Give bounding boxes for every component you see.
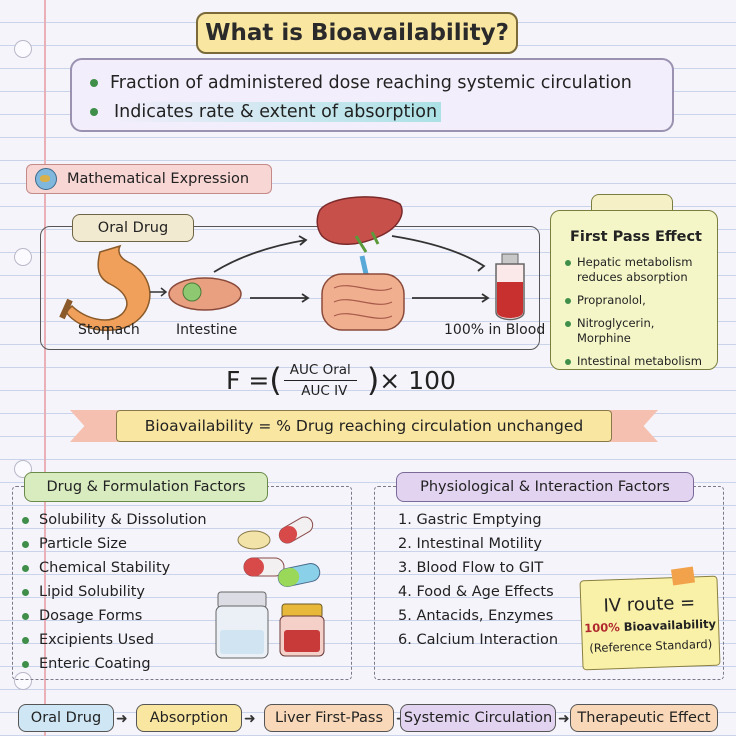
physio-factors-list: 1. Gastric Emptying 2. Intestinal Motili…	[398, 508, 558, 652]
blood-label: 100% in Blood	[444, 322, 546, 338]
list-item-text: 3. Blood Flow to GIT	[398, 560, 544, 576]
list-item-text: Chemical Stability	[39, 560, 171, 576]
iv-note-line3: (Reference Standard)	[589, 636, 713, 655]
formula-numerator: AUC Oral	[283, 362, 357, 381]
list-item-text: Lipid Solubility	[39, 584, 146, 600]
formula-multiplier: × 100	[379, 365, 456, 395]
list-item: 6. Calcium Interaction	[398, 628, 558, 652]
math-section-label: Mathematical Expression	[26, 164, 272, 194]
bullet-dot-icon	[565, 298, 571, 304]
flow-step-liver-first-pass: Liver First-Pass	[264, 704, 394, 732]
bullet-dot-icon	[22, 588, 29, 596]
iv-note-line1: IV route =	[603, 591, 696, 617]
list-item: 2. Intestinal Motility	[398, 532, 558, 556]
list-item-text: Enteric Coating	[39, 656, 151, 672]
drug-factors-list: Solubility & Dissolution Particle Size C…	[22, 508, 207, 676]
list-item: Solubility & Dissolution	[22, 508, 207, 532]
list-item-text: 4. Food & Age Effects	[398, 584, 554, 600]
list-item-text: 5. Antacids, Enzymes	[398, 608, 554, 624]
list-item-text: 1. Gastric Emptying	[398, 512, 542, 528]
list-item: Chemical Stability	[22, 556, 207, 580]
page-title: What is Bioavailability?	[196, 12, 518, 54]
close-paren: )	[366, 361, 380, 399]
absorption-flow-box	[40, 226, 540, 350]
arrow-right-icon: ➜	[244, 711, 256, 727]
bullet-dot-icon	[22, 516, 29, 524]
first-pass-title: First Pass Effect	[570, 229, 702, 245]
binder-hole	[14, 40, 32, 58]
list-item: Lipid Solubility	[22, 580, 207, 604]
bullet-dot-icon	[565, 260, 571, 266]
oral-drug-label: Oral Drug	[72, 214, 194, 242]
notebook-margin-line	[44, 0, 46, 736]
bullet-dot-icon	[22, 660, 29, 668]
intestine-label: Intestine	[176, 322, 238, 338]
math-section-label-text: Mathematical Expression	[67, 171, 250, 187]
list-item-text: Solubility & Dissolution	[39, 512, 207, 528]
globe-icon	[35, 168, 57, 190]
list-item: Particle Size	[22, 532, 207, 556]
iv-route-note: IV route = 100% Bioavailability (Referen…	[579, 575, 721, 671]
definition-point: Indicates rate & extent of absorption	[90, 97, 654, 126]
bioavailability-formula: F = ( AUC Oral AUC IV ) × 100	[226, 358, 466, 402]
flow-step-therapeutic-effect: Therapeutic Effect	[570, 704, 718, 732]
first-pass-item: Intestinal metabolism	[565, 354, 707, 369]
arrow-right-icon: ➜	[558, 711, 570, 727]
list-item: 1. Gastric Emptying	[398, 508, 558, 532]
bullet-dot-icon	[22, 636, 29, 644]
first-pass-item-text: Nitroglycerin, Morphine	[577, 316, 655, 345]
physio-factors-title: Physiological & Interaction Factors	[396, 472, 694, 502]
first-pass-item: Nitroglycerin, Morphine	[565, 316, 707, 346]
iv-note-line2: 100% Bioavailability	[584, 616, 716, 635]
open-paren: (	[269, 361, 282, 399]
bullet-dot-icon	[22, 564, 29, 572]
formula-denominator: AUC IV	[301, 382, 348, 399]
list-item: 5. Antacids, Enzymes	[398, 604, 558, 628]
list-item-text: 6. Calcium Interaction	[398, 632, 559, 648]
list-item: Enteric Coating	[22, 652, 207, 676]
first-pass-item: Hepatic metabolism reduces absorption	[565, 255, 707, 285]
definition-point: Fraction of administered dose reaching s…	[90, 68, 654, 97]
definition-text: Indicates rate & extent of absorption	[110, 101, 442, 122]
bullet-dot-icon	[565, 321, 571, 327]
iv-note-percent: 100%	[583, 619, 620, 635]
flow-step-systemic-circulation: Systemic Circulation	[400, 704, 556, 732]
binder-hole	[14, 248, 32, 266]
definition-box: Fraction of administered dose reaching s…	[70, 58, 674, 132]
bullet-dot-icon	[565, 359, 571, 365]
definition-banner: Bioavailability = % Drug reaching circul…	[116, 410, 612, 442]
tape-icon	[670, 566, 696, 586]
bullet-dot-icon	[90, 107, 98, 116]
formula-lhs: F =	[226, 365, 270, 395]
first-pass-item-text: Intestinal metabolism	[577, 354, 702, 368]
arrow-right-icon: ➜	[116, 711, 128, 727]
list-item: 3. Blood Flow to GIT	[398, 556, 558, 580]
banner-ribbon-right	[610, 410, 658, 442]
definition-text: Fraction of administered dose reaching s…	[110, 72, 632, 93]
list-item-text: Excipients Used	[39, 632, 154, 648]
first-pass-item: Propranolol,	[565, 293, 707, 308]
flow-step-oral-drug: Oral Drug	[18, 704, 114, 732]
binder-hole	[14, 672, 32, 690]
list-item: Dosage Forms	[22, 604, 207, 628]
list-item: Excipients Used	[22, 628, 207, 652]
stomach-label: Stomach	[78, 322, 140, 338]
first-pass-item-text: Hepatic metabolism reduces absorption	[577, 255, 693, 284]
list-item-text: 2. Intestinal Motility	[398, 536, 542, 552]
flow-step-absorption: Absorption	[136, 704, 242, 732]
first-pass-item-text: Propranolol,	[577, 293, 646, 307]
bullet-dot-icon	[22, 612, 29, 620]
first-pass-effect-card: First Pass Effect Hepatic metabolism red…	[550, 210, 718, 370]
list-item-text: Particle Size	[39, 536, 127, 552]
formula-fraction: AUC Oral AUC IV	[283, 362, 365, 399]
list-item: 4. Food & Age Effects	[398, 580, 558, 604]
iv-note-bioavailability: Bioavailability	[623, 616, 717, 634]
bullet-dot-icon	[90, 78, 98, 87]
list-item-text: Dosage Forms	[39, 608, 143, 624]
banner-ribbon-left	[70, 410, 118, 442]
bullet-dot-icon	[22, 540, 29, 548]
drug-factors-title: Drug & Formulation Factors	[24, 472, 268, 502]
